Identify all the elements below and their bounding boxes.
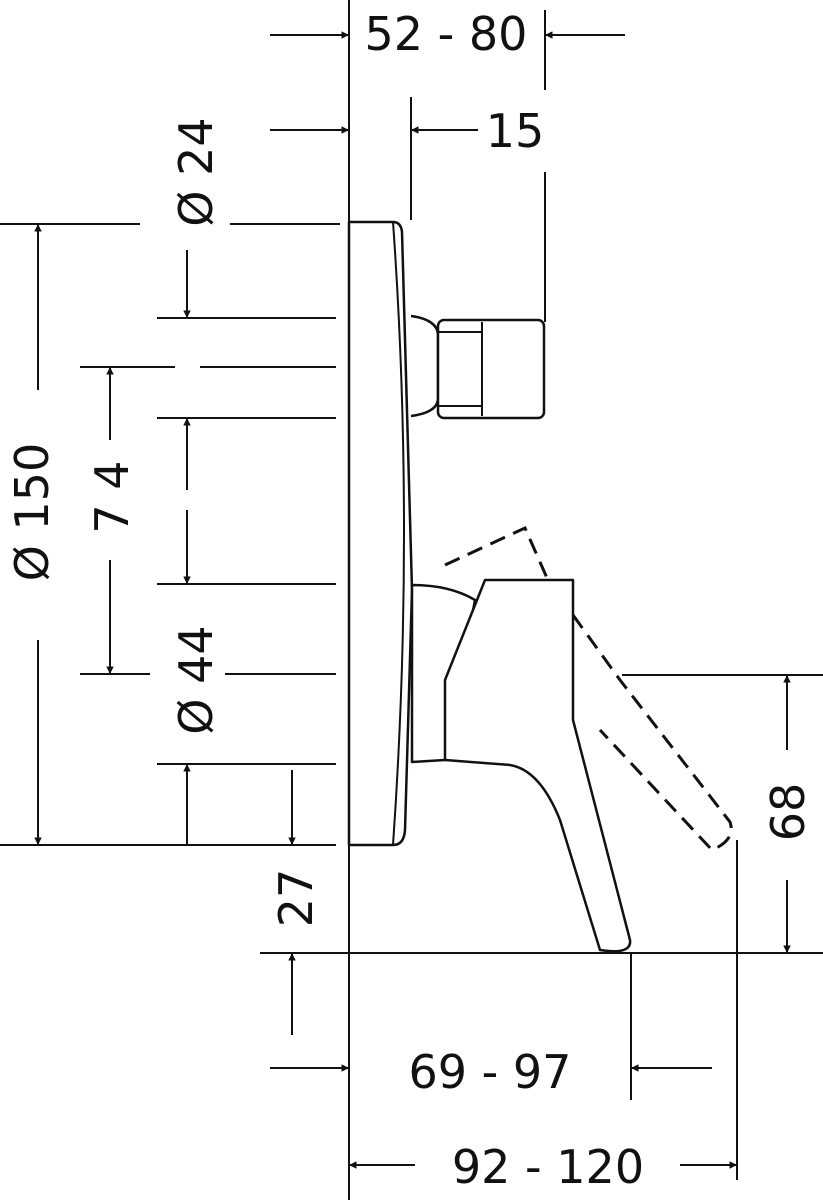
label-diameter-150: Ø 150 [5,443,59,582]
mixer-body [347,220,632,953]
wall-plate [347,220,414,847]
label-diameter-24: Ø 24 [169,117,223,226]
label-15: 15 [486,104,545,158]
dimension-labels: 52 - 80 15 Ø 24 Ø 150 7 4 Ø 44 68 27 69 … [5,7,815,1194]
label-69-97: 69 - 97 [409,1045,572,1099]
label-27: 27 [269,869,323,928]
lever-alt-outline [444,525,549,579]
lever-alt-position [444,525,733,852]
lever [443,578,632,953]
wall-plate-inner-curve [392,221,405,846]
lever-alt-arm [571,614,733,852]
knob-body [436,318,546,420]
knob-neck [410,314,440,418]
label-diameter-44: Ø 44 [169,625,223,734]
label-68: 68 [761,783,815,842]
label-74: 7 4 [85,460,139,533]
label-52-80: 52 - 80 [365,7,528,61]
dimension-lines [34,31,791,1169]
label-92-120: 92 - 120 [452,1140,644,1194]
